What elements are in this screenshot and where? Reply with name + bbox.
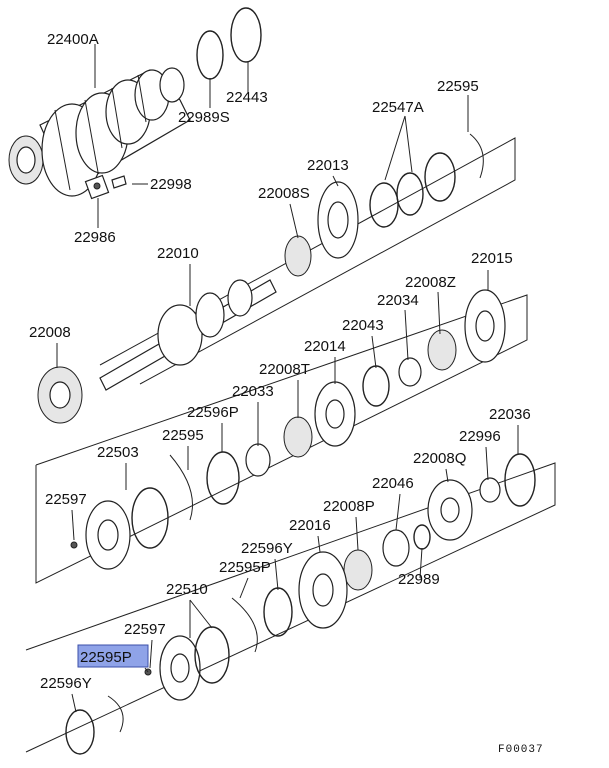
part-label-22989S: 22989S xyxy=(178,109,230,126)
part-label-22503: 22503 xyxy=(97,444,139,461)
synchronizer-sleeve-22503 xyxy=(70,454,193,570)
part-label-22597b: 22597 xyxy=(124,621,166,638)
part-label-22996: 22996 xyxy=(459,428,501,445)
row1-parts xyxy=(284,133,484,277)
row2-parts xyxy=(206,289,506,505)
bolt-and-plate xyxy=(84,174,127,200)
highlight-box xyxy=(77,644,149,668)
main-shaft xyxy=(37,279,277,424)
part-label-22595P-hl: 22595P xyxy=(80,649,132,666)
countershaft-gear-cluster xyxy=(8,67,191,197)
row3-right-parts xyxy=(382,453,536,567)
part-label-22015: 22015 xyxy=(471,250,513,267)
part-label-22595b: 22595 xyxy=(162,427,204,444)
part-label-22014: 22014 xyxy=(304,338,346,355)
part-label-22008S: 22008S xyxy=(258,185,310,202)
part-label-22986: 22986 xyxy=(74,229,116,246)
part-label-22016: 22016 xyxy=(289,517,331,534)
part-label-22443: 22443 xyxy=(226,89,268,106)
part-label-22043: 22043 xyxy=(342,317,384,334)
row3-gear-parts xyxy=(231,549,373,653)
part-label-22008P: 22008P xyxy=(323,498,375,515)
part-label-22036: 22036 xyxy=(489,406,531,423)
synchronizer-sleeve-22510 xyxy=(65,626,230,755)
part-label-22008: 22008 xyxy=(29,324,71,341)
part-label-22034: 22034 xyxy=(377,292,419,309)
part-label-22595P: 22595P xyxy=(219,559,271,576)
part-label-22008T: 22008T xyxy=(259,361,310,378)
part-label-22596Y: 22596Y xyxy=(241,540,293,557)
part-label-22033: 22033 xyxy=(232,383,274,400)
part-label-22010: 22010 xyxy=(157,245,199,262)
part-label-22989: 22989 xyxy=(398,571,440,588)
leader-lines xyxy=(56,44,519,713)
part-labels: 22400A 22443 22989S 22998 22986 22595 22547A 22… xyxy=(29,31,531,692)
part-label-22998: 22998 xyxy=(150,176,192,193)
part-label-22597a: 22597 xyxy=(45,491,87,508)
part-label-22595a: 22595 xyxy=(437,78,479,95)
figure-code: F00037 xyxy=(498,744,544,756)
part-label-22008Z: 22008Z xyxy=(405,274,456,291)
part-label-22008Q: 22008Q xyxy=(413,450,466,467)
part-label-22046: 22046 xyxy=(372,475,414,492)
part-label-22013: 22013 xyxy=(307,157,349,174)
part-label-22596P: 22596P xyxy=(187,404,239,421)
part-label-22596Y-b: 22596Y xyxy=(40,675,92,692)
part-label-22400A: 22400A xyxy=(47,31,99,48)
part-label-22510: 22510 xyxy=(166,581,208,598)
snap-rings-top xyxy=(196,7,262,80)
part-label-22547A: 22547A xyxy=(372,99,424,116)
